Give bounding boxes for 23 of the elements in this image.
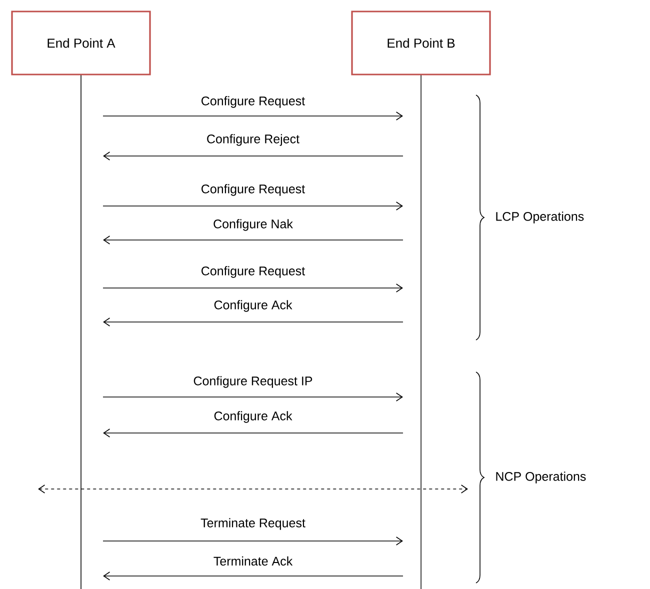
edge-label: Configure Ack (212, 299, 294, 313)
edge-label: Configure Request (200, 265, 306, 279)
edge-label: Configure Request IP (192, 375, 314, 389)
edge-label: Configure Ack (212, 410, 294, 424)
arrow (102, 536, 403, 546)
arrow (103, 318, 404, 326)
arrow (103, 236, 404, 244)
arrow (102, 284, 403, 292)
edge-label: Terminate Request (200, 517, 306, 531)
edge-label: Terminate Ack (212, 555, 294, 567)
arrow (102, 202, 403, 210)
arrow (103, 152, 404, 160)
arrow (38, 484, 468, 494)
edge-label: Configure Request (200, 95, 306, 109)
edge-label: Configure Nak (212, 218, 294, 232)
arrow (102, 112, 403, 120)
participant-box: End Point B (351, 10, 491, 76)
arrow (103, 572, 404, 580)
arrow (102, 392, 403, 402)
arrow (103, 428, 404, 438)
participant-box: End Point A (11, 10, 151, 76)
edge-label: Configure Reject (205, 133, 301, 147)
edge-label: Configure Request (200, 183, 306, 197)
